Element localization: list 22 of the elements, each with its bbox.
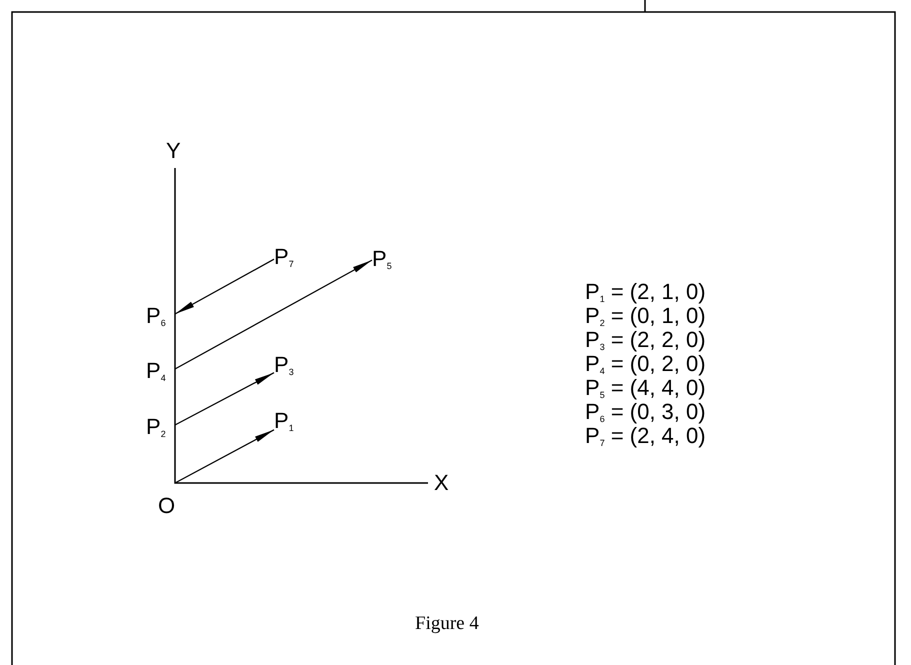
figure-caption: Figure 4: [415, 613, 479, 635]
point-coordinate: P$_{4}$ = (0, 2, 0): [585, 353, 706, 378]
point-coordinate: P$_{3}$ = (2, 2, 0): [585, 329, 706, 354]
point-label: P$_{6}$: [146, 305, 166, 330]
arrow: [174, 372, 274, 426]
point-label: P$_{5}$: [372, 248, 392, 273]
point-label: P$_{3}$: [274, 354, 294, 379]
point-label: O: [158, 492, 176, 517]
point-coordinate: P$_{5}$ = (4, 4, 0): [585, 377, 706, 402]
point-coordinate: P$_{7}$ = (2, 4, 0): [585, 425, 706, 450]
arrow: [174, 429, 274, 484]
point-label: P$_{2}$: [146, 416, 166, 441]
point-coordinate: P$_{2}$ = (0, 1, 0): [585, 305, 706, 330]
arrow: [174, 258, 274, 315]
point-label: P$_{7}$: [274, 246, 294, 271]
axis-label: X: [434, 472, 449, 494]
point-label: P$_{1}$: [274, 410, 294, 435]
point-coordinate: P$_{1}$ = (2, 1, 0): [585, 281, 706, 306]
axis-label: Y: [166, 140, 181, 162]
arrow: [174, 260, 372, 370]
point-label: P$_{4}$: [146, 360, 166, 385]
point-coordinate: P$_{6}$ = (0, 3, 0): [585, 401, 706, 426]
